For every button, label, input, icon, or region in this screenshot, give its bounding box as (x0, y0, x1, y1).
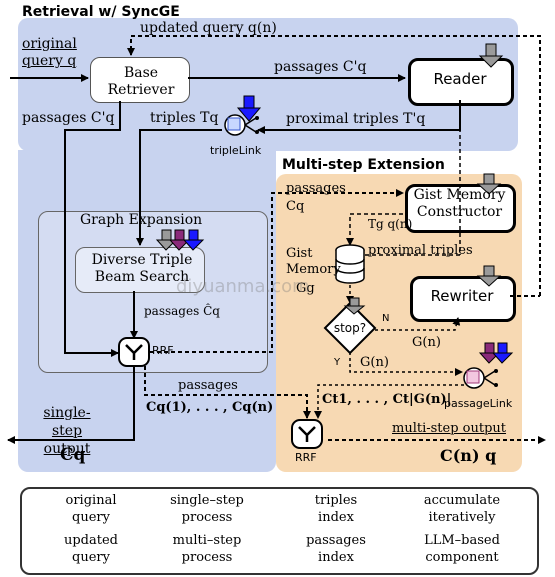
legend-llm-component: LLM–based component (424, 533, 500, 565)
legend-updated-query: updated query (63, 533, 118, 565)
gist-constructor-label: Gist Memory Constructor (413, 187, 506, 220)
single-step-output-label: single-step output (43, 405, 91, 457)
passage-link-label: passageLink (444, 397, 513, 410)
triple-link-icon (224, 114, 259, 136)
rewriter-box (410, 276, 516, 322)
triple-link-label: tripleLink (210, 144, 262, 157)
passage-link-icon (463, 367, 498, 389)
legend-box (20, 487, 539, 575)
legend-single-step: single–step process (170, 493, 244, 525)
ct-seq-label: Ct1, . . . , Ct|G(n)| (322, 392, 452, 407)
gist-memory-icon (335, 244, 365, 284)
n-label: N (382, 313, 390, 324)
reader-label: Reader (433, 70, 487, 88)
proximal-triples-tq-prime-label: proximal triples T'q (286, 111, 426, 127)
arrow-updated-query (127, 35, 541, 296)
passages-cq-ms-label: passages Cq (286, 181, 346, 214)
original-query-icon-rewriter (476, 265, 502, 287)
original-query-label: original query q (22, 36, 77, 69)
passages-cq-prime-label: passages C'q (274, 59, 367, 75)
arrow-gist-to-memory (346, 213, 403, 246)
multi-step-output-label: multi-step output (392, 421, 507, 436)
passages-cq-prime-left-label: passages C'q (22, 110, 115, 126)
cq-out-label: Cq (60, 445, 86, 465)
tg-q-label: Tg q(n) (368, 217, 413, 231)
arrow-retriever-passages-down (64, 101, 121, 357)
arrow-stop-to-rewriter (375, 317, 461, 331)
stop-diamond (323, 301, 377, 355)
g-n-label-2: G(n) (360, 355, 389, 370)
legend-multi-step: multi–step process (172, 533, 242, 565)
passages-cq-hat-label: passages Ĉq (144, 304, 220, 318)
base-retriever-box (90, 57, 190, 103)
legend-accumulate: accumulate iteratively (423, 493, 501, 525)
beam-search-box (75, 247, 205, 293)
graph-expansion-title: Graph Expansion (80, 212, 203, 228)
cq-n-out-label: C(n) q (440, 446, 497, 465)
cq-seq-label: Cq(1), . . . , Cq(n) (146, 400, 274, 415)
proximal-triples-label: proximal triples (368, 243, 473, 258)
arrow-triples-down (136, 129, 222, 246)
graph-expansion-panel (38, 211, 268, 373)
legend-original-query: original query (65, 493, 117, 525)
watermark: diyuanma.com (176, 276, 310, 297)
stop-query-icon (343, 297, 366, 315)
arrow-rrf-to-bottom-rrf (144, 366, 311, 419)
updated-query-label: updated query q(n) (140, 20, 277, 36)
g-n-label-1: G(n) (412, 335, 441, 350)
arrow-rrf-to-gist (150, 189, 404, 353)
stop-label: stop? (333, 321, 367, 335)
rrf-bottom-label: RRF (295, 451, 317, 464)
arrow-rrf-to-output (7, 366, 135, 444)
original-query-icon-gist (476, 173, 502, 195)
updated-query-icon-reader (478, 43, 504, 68)
legend-passages-index: passages index (306, 533, 366, 565)
beam-search-index-icons (155, 229, 205, 251)
passage-link-index-icons (478, 342, 514, 364)
triples-index-icon-top (236, 95, 262, 122)
y-label: Y (334, 357, 341, 368)
triples-tq-label: triples Tq (150, 110, 219, 126)
legend-triples-index: triples index (314, 493, 358, 525)
base-retriever-label: Base Retriever (107, 65, 175, 98)
multistep-title: Multi-step Extension (282, 157, 445, 173)
rrf-top-label: RRF (152, 344, 174, 357)
retrieval-title: Retrieval w/ SyncGE (22, 4, 180, 20)
arrow-passagelink-to-rrf (314, 384, 470, 419)
passages-seq-label: passages (178, 378, 238, 393)
rewriter-label: Rewriter (430, 287, 494, 305)
arrow-stop-to-passagelink (349, 352, 463, 376)
gist-memory-label: Gist Memory (286, 246, 341, 277)
g-memory-label: Gg (296, 281, 315, 296)
beam-search-label: Diverse Triple Beam Search (91, 252, 193, 285)
